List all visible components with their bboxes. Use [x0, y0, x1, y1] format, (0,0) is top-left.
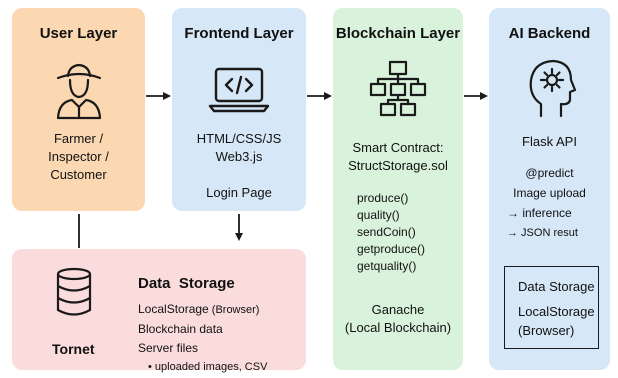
contract-function: sendCoin()	[357, 225, 416, 239]
arrow-user-to-frontend	[146, 92, 171, 100]
ai-backend-title: AI Backend	[508, 25, 591, 42]
storage-localstorage-sub: (Browser)	[208, 304, 260, 316]
smart-contract-file: StructStorage.sol	[348, 158, 448, 173]
frontend-layer-title: Frontend Layer	[184, 25, 294, 42]
ai-storage-box: Data Storage LocalStorage (Browser)	[504, 266, 599, 349]
ai-head-icon	[529, 59, 577, 118]
local-blockchain-label: (Local Blockchain)	[344, 320, 452, 335]
contract-function: quality()	[357, 208, 400, 222]
network-hierarchy-icon	[369, 60, 427, 117]
storage-item-server-files: Server files	[138, 341, 199, 355]
farmer-icon	[56, 63, 102, 120]
frontend-tech-line2: Web3.js	[215, 149, 263, 164]
arrow-blockchain-to-ai	[464, 92, 488, 100]
contract-function: produce()	[357, 191, 409, 205]
flow-json-result: → JSON resut	[507, 227, 578, 239]
flask-api-label: Flask API	[522, 134, 577, 149]
contract-function: getproduce()	[357, 242, 426, 256]
ai-storage-title: Data Storage	[518, 279, 595, 294]
ai-storage-browser: (Browser)	[518, 323, 575, 338]
user-role-inspector: Inspector /	[48, 149, 109, 164]
user-role-customer: Customer	[50, 167, 107, 182]
user-layer-box: User Layer Farmer / Inspector / Customer	[12, 8, 145, 211]
data-storage-title: Data Storage	[138, 275, 235, 292]
storage-item-localstorage: LocalStorage (Browser)	[138, 301, 259, 318]
frontend-login-page: Login Page	[206, 185, 272, 200]
smart-contract-label: Smart Contract:	[352, 140, 444, 155]
flow-inference: → inference	[507, 206, 572, 220]
user-layer-title: User Layer	[39, 25, 118, 42]
blockchain-layer-title: Blockchain Layer	[335, 25, 461, 42]
flow-image-upload: Image upload	[513, 186, 586, 200]
database-icon	[56, 267, 92, 316]
ai-backend-box: AI Backend Flask API @predict Image uplo…	[489, 8, 610, 370]
data-storage-box: Tornet Data Storage LocalStorage (Browse…	[12, 249, 306, 373]
frontend-layer-box: Frontend Layer HTML/CSS/JS Web3.js Login…	[172, 8, 306, 211]
frontend-tech-line1: HTML/CSS/JS	[196, 131, 282, 146]
storage-item-blockchain: Blockchain data	[138, 322, 223, 336]
arrow-frontend-to-storage	[235, 214, 243, 241]
contract-function: getquality()	[357, 259, 417, 273]
storage-localstorage-main: LocalStorage	[138, 302, 209, 316]
storage-item-uploaded: • uploaded images, CSV	[148, 361, 268, 373]
ai-storage-localstorage: LocalStorage	[518, 304, 595, 319]
laptop-code-icon	[208, 67, 270, 113]
user-role-farmer: Farmer /	[53, 131, 104, 146]
predict-endpoint: @predict	[525, 166, 574, 180]
database-label: Tornet	[52, 341, 95, 357]
arrow-frontend-to-blockchain	[307, 92, 332, 100]
blockchain-layer-box: Blockchain Layer Smart Contract: StructS…	[333, 8, 463, 370]
ganache-label: Ganache	[371, 302, 425, 317]
